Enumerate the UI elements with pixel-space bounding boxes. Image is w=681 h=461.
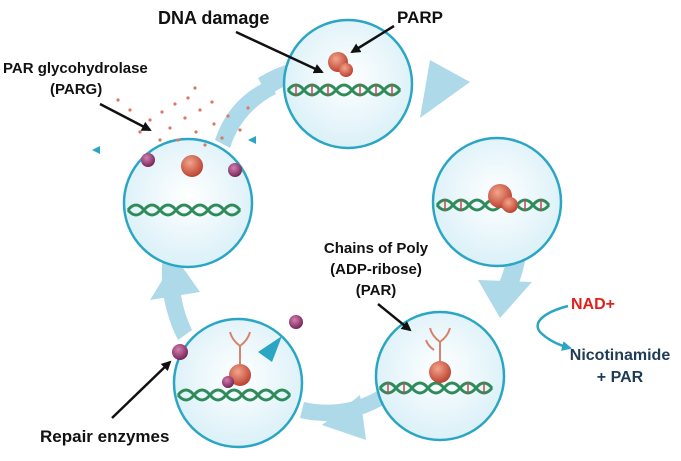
dna-damage-label: DNA damage <box>158 8 270 28</box>
panel-parg <box>122 137 254 269</box>
chains-pointer <box>377 303 412 332</box>
dna-damage-pointer <box>235 30 324 74</box>
cycle-arrow-bottom <box>300 388 392 421</box>
par-chains-label-line3: (PAR) <box>355 282 397 299</box>
nad-conversion-arrow <box>536 304 572 351</box>
repair-enzyme <box>289 315 303 329</box>
par-chains <box>425 327 451 362</box>
nicotinamide-label: Nicotinamide + PAR <box>560 345 680 389</box>
nicotinamide-label-line1: Nicotinamide <box>569 347 671 364</box>
cycle-arrow-bottom-head <box>322 395 366 440</box>
panel-dna-damage <box>282 18 414 150</box>
incoming-arrow <box>258 336 282 362</box>
nad-label: NAD+ <box>571 296 616 313</box>
par-chains-label: Chains of Poly (ADP-ribose) (PAR) <box>316 238 436 301</box>
repair-enzymes-label: Repair enzymes <box>40 427 170 446</box>
parg-label-line1: PAR glycohydrolase <box>3 60 148 77</box>
par-chains-label-line2: (ADP-ribose) <box>330 261 422 278</box>
pointer-arrows <box>99 24 412 419</box>
cycle-arrow-right-head <box>478 280 532 318</box>
cycle-arrow-top-head <box>420 60 470 118</box>
par-chains-label-line1: Chains of Poly <box>323 240 429 257</box>
panel-par-chains <box>374 310 506 442</box>
dna-helix <box>286 83 402 97</box>
nicotinamide-label-line2: + PAR <box>596 369 644 386</box>
par-fragments <box>116 86 250 147</box>
panel-parp-bound <box>431 136 563 268</box>
parp-label: PARP <box>397 8 443 27</box>
parg-pointer <box>99 102 152 132</box>
repair-pointer <box>111 360 172 419</box>
repair-enzyme <box>172 344 188 360</box>
cycle-arrow-left-head <box>150 258 200 300</box>
parp-pointer <box>350 24 395 54</box>
parg-label-line2: (PARG) <box>50 81 103 98</box>
panel-repair <box>172 317 304 449</box>
cycle-arrow-topleft <box>215 80 276 148</box>
